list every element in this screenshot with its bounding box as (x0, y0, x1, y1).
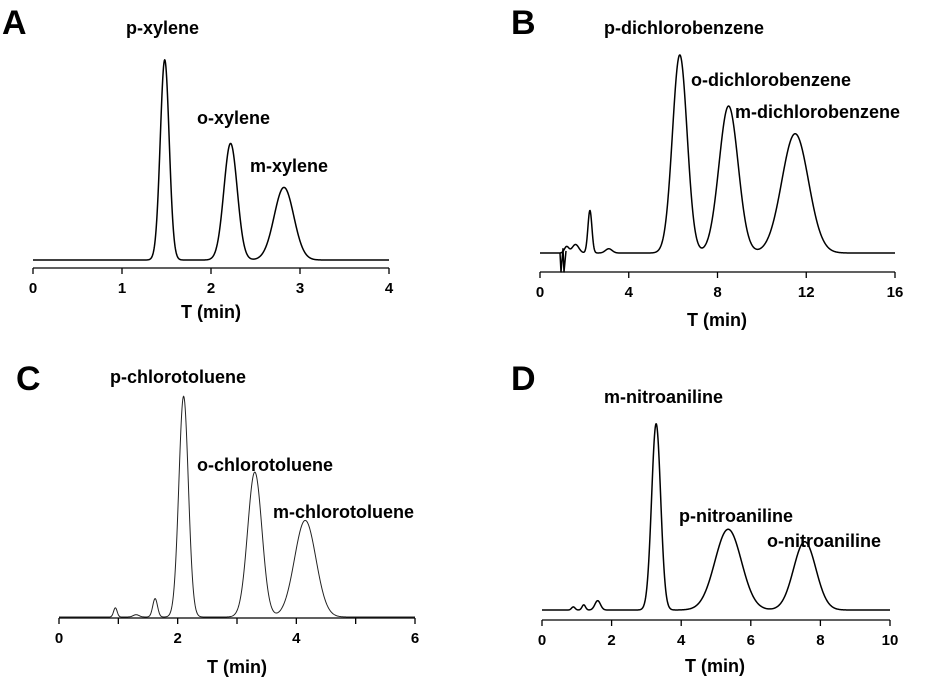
peak-label-p-chlorotoluene: p-chlorotoluene (110, 367, 246, 387)
x-axis-title-a: T (min) (181, 302, 241, 322)
chromatogram-trace-c (58, 395, 416, 618)
x-axis-title-c: T (min) (207, 657, 267, 677)
x-tick-label: 0 (538, 632, 546, 649)
x-tick-label: 4 (677, 632, 686, 649)
x-tick-label: 12 (798, 284, 815, 301)
solvent-artifact-b (559, 247, 567, 273)
x-tick-label: 2 (607, 632, 615, 649)
x-ticks-b: 0 4 8 12 16 (536, 272, 904, 301)
peak-label-m-chlorotoluene: m-chlorotoluene (273, 502, 414, 522)
peak-label-p-dichlorobenzene: p-dichlorobenzene (604, 18, 764, 38)
x-axis-title-d: T (min) (685, 656, 745, 676)
x-tick-label: 2 (173, 630, 181, 647)
x-tick-label: 4 (385, 280, 394, 297)
x-tick-label: 2 (207, 280, 215, 297)
peak-label-o-xylene: o-xylene (197, 108, 270, 128)
peak-label-m-nitroaniline: m-nitroaniline (604, 387, 723, 407)
panel-letter-c: C (16, 360, 41, 398)
peak-label-o-dichlorobenzene: o-dichlorobenzene (691, 70, 851, 90)
panel-c: C 0 2 4 6 p-chlorotoluene o-chlorotoluene m… (16, 360, 419, 677)
x-ticks-c: 0 2 4 6 (55, 618, 419, 647)
x-axis-title-b: T (min) (687, 310, 747, 330)
panel-letter-d: D (511, 360, 536, 398)
x-tick-label: 4 (292, 630, 301, 647)
x-tick-label: 6 (411, 630, 419, 647)
x-tick-label: 0 (29, 280, 37, 297)
x-ticks-d: 0 2 4 6 8 10 (538, 620, 899, 649)
chromatogram-trace-d (541, 422, 891, 611)
panel-b: B 0 4 8 12 16 p-dichlorobenzene o-dichlorobe… (511, 4, 903, 330)
peak-label-o-nitroaniline: o-nitroaniline (767, 531, 881, 551)
x-tick-label: 8 (816, 632, 824, 649)
x-tick-label: 10 (882, 632, 899, 649)
x-tick-label: 4 (625, 284, 634, 301)
panel-letter-b: B (511, 4, 536, 42)
peak-label-p-xylene: p-xylene (126, 18, 199, 38)
peak-label-m-xylene: m-xylene (250, 156, 328, 176)
chromatogram-trace-b (539, 54, 896, 254)
peak-label-p-nitroaniline: p-nitroaniline (679, 506, 793, 526)
x-tick-label: 1 (118, 280, 126, 297)
x-tick-label: 16 (887, 284, 904, 301)
panel-letter-a: A (2, 4, 27, 42)
x-tick-label: 8 (713, 284, 721, 301)
peak-label-o-chlorotoluene: o-chlorotoluene (197, 455, 333, 475)
peak-label-m-dichlorobenzene: m-dichlorobenzene (735, 102, 900, 122)
x-tick-label: 0 (55, 630, 63, 647)
x-tick-label: 6 (747, 632, 755, 649)
x-tick-label: 3 (296, 280, 304, 297)
panel-a: A 0 1 2 3 4 p-xylene o-xylene m-xylene T (mi… (2, 4, 394, 322)
x-tick-label: 0 (536, 284, 544, 301)
x-ticks-a: 0 1 2 3 4 (29, 268, 394, 297)
chromatogram-trace-a (32, 59, 390, 261)
